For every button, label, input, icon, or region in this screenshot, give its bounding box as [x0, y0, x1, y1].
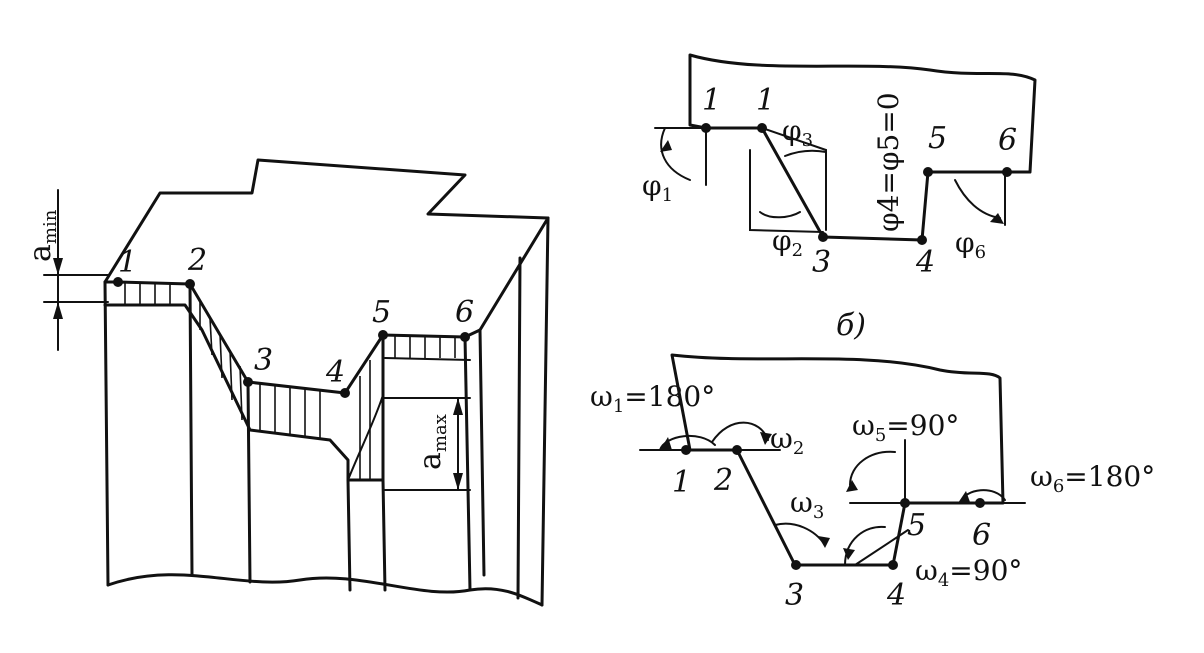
pa-label-1: 1	[118, 245, 137, 280]
panel-b-outline	[688, 53, 1037, 242]
a-max-dimension	[382, 397, 471, 491]
pa-label-5: 5	[372, 295, 391, 330]
phi6-label: φ6	[955, 226, 986, 263]
pa-label-6: 6	[455, 295, 474, 330]
omega4-label: ω4=90°	[915, 554, 1022, 591]
pocket-inner-line	[347, 357, 471, 481]
omega3-label: ω3	[790, 486, 824, 523]
a-min-dimension	[43, 189, 109, 351]
pb-label-3: 3	[812, 245, 831, 280]
part-right-face	[516, 216, 550, 607]
pc-label-5: 5	[907, 508, 926, 543]
panel-c-outline	[670, 353, 1005, 567]
omega1-label: ω1=180°	[590, 380, 715, 417]
pb-label-1a: 1	[702, 83, 721, 118]
break-line	[106, 573, 544, 607]
panel-b-angles: 1 1 3 4 5 6 φ1 φ2 φ3 φ6 φ4=φ5=0 б)	[642, 53, 1037, 343]
pa-label-3: 3	[254, 343, 273, 378]
phi3-label: φ3	[782, 114, 813, 151]
panel-c-angles: 1 2 3 4 5 6 ω1=180° ω2 ω3 ω4=90° ω5=90° …	[590, 353, 1155, 613]
a-min-label: amin	[23, 209, 61, 262]
pc-label-1: 1	[672, 465, 691, 500]
pb-label-6: 6	[998, 123, 1017, 158]
panel-a-isometric-part: amin amax 1 2 3 4 5 6	[23, 158, 550, 607]
phi4-phi5-label: φ4=φ5=0	[872, 92, 905, 232]
panel-b-caption: б)	[836, 308, 866, 343]
phi1-label: φ1	[642, 169, 673, 206]
allowance-hatching	[124, 283, 456, 480]
omega2-label: ω2	[770, 422, 804, 459]
omega5-label: ω5=90°	[852, 409, 959, 446]
step-profile	[103, 280, 482, 395]
pa-label-2: 2	[187, 243, 207, 278]
pb-label-5: 5	[928, 121, 947, 156]
pc-label-4: 4	[886, 578, 906, 613]
part-top-outline	[103, 158, 550, 332]
phi2-label: φ2	[772, 224, 803, 261]
vertical-edges	[103, 280, 486, 592]
pb-label-1b: 1	[756, 83, 775, 118]
pb-label-4: 4	[915, 245, 935, 280]
pc-label-6: 6	[972, 518, 991, 553]
omega6-label: ω6=180°	[1030, 460, 1155, 497]
a-max-label: amax	[413, 414, 451, 470]
panel-a-points	[113, 277, 470, 398]
pc-label-3: 3	[785, 578, 804, 613]
pa-label-4: 4	[325, 355, 345, 390]
pc-label-2: 2	[713, 463, 733, 498]
